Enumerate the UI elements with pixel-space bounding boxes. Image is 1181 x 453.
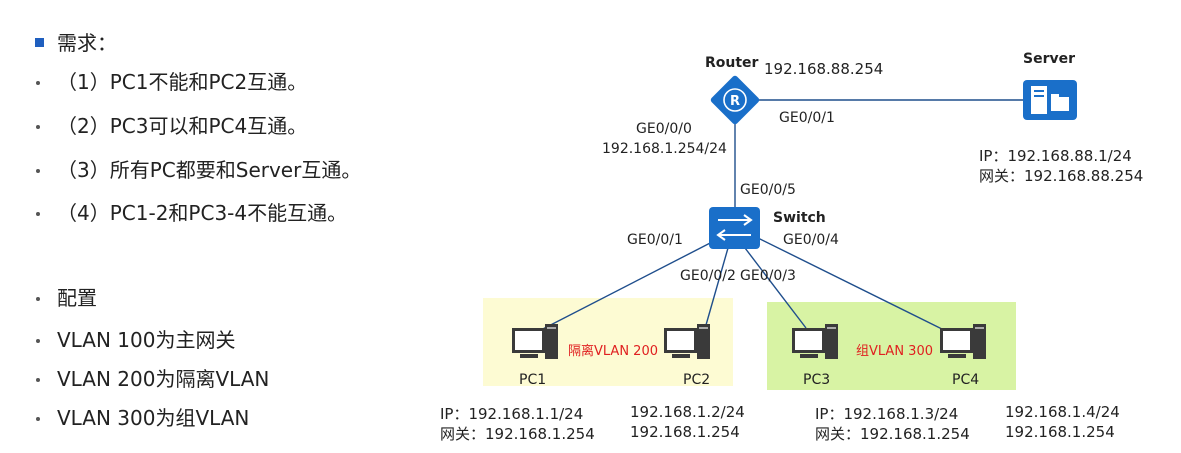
router-port-down-ip: 192.168.1.254/24 [602,141,727,157]
server-ip: IP：192.168.88.1/24 [979,147,1132,165]
bullet-icon [36,378,40,382]
switch-port-up: GE0/0/5 [740,182,796,198]
router-icon: R [710,75,760,125]
requirement-item: （1）PC1不能和PC2互通。 [57,70,308,94]
bullet-icon [36,417,40,421]
config-heading: 配置 [57,286,97,310]
config-item: VLAN 300为组VLAN [57,406,250,430]
router-ip: 192.168.88.254 [764,60,884,78]
pc1-name: PC1 [519,372,547,388]
switch-port3: GE0/0/3 [740,268,796,284]
pc2-gateway: 192.168.1.254 [630,423,740,441]
svg-text:R: R [730,94,740,109]
heading-bullet-icon [35,38,44,47]
pc2-name: PC2 [683,372,711,388]
router-port-right: GE0/0/1 [779,110,835,126]
switch-port4: GE0/0/4 [783,232,839,248]
router-name: Router [705,55,759,71]
pc1-icon [512,324,558,359]
link-switch-pc1 [534,239,717,334]
pc2-icon [664,324,710,359]
pc2-ip: 192.168.1.2/24 [630,403,745,421]
server-gateway: 网关：192.168.88.254 [979,167,1144,185]
requirement-item: （4）PC1-2和PC3-4不能互通。 [57,201,348,225]
switch-name: Switch [773,210,826,226]
pc3-gateway: 网关：192.168.1.254 [815,425,970,443]
config-item: VLAN 100为主网关 [57,328,236,352]
pc1-gateway: 网关：192.168.1.254 [440,425,595,443]
bullet-icon [36,297,40,301]
requirements-heading: 需求： [57,31,117,55]
link-switch-pc4 [757,237,951,334]
server-icon [1023,80,1077,120]
link-switch-pc3 [744,247,807,329]
config-item: VLAN 200为隔离VLAN [57,367,270,391]
bullet-icon [36,169,40,173]
switch-icon [709,207,760,249]
pc3-ip: IP：192.168.1.3/24 [815,405,959,423]
pc3-icon [792,324,838,359]
group-vlan-label: 组VLAN 300 [856,344,933,359]
pc4-gateway: 192.168.1.254 [1005,423,1115,441]
requirement-item: （2）PC3可以和PC4互通。 [57,114,308,138]
bullet-icon [36,125,40,129]
link-switch-pc2 [705,247,729,326]
pc4-name: PC4 [952,372,980,388]
pc4-icon [940,324,986,359]
bullet-icon [36,212,40,216]
server-name: Server [1023,51,1076,67]
switch-port2: GE0/0/2 [680,268,736,284]
switch-port1: GE0/0/1 [627,232,683,248]
isolated-vlan-label: 隔离VLAN 200 [568,344,658,359]
pc1-ip: IP：192.168.1.1/24 [440,405,584,423]
requirement-item: （3）所有PC都要和Server互通。 [57,158,362,182]
pc3-name: PC3 [803,372,831,388]
pc4-ip: 192.168.1.4/24 [1005,403,1120,421]
bullet-icon [36,339,40,343]
router-port-down: GE0/0/0 [636,121,692,137]
bullet-icon [36,81,40,85]
